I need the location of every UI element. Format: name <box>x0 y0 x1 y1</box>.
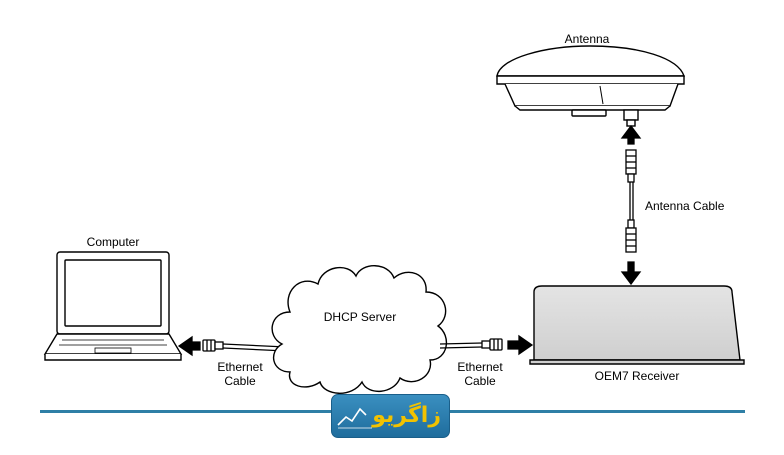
ethernet-cable-left <box>177 335 287 357</box>
antenna-cable <box>620 124 642 286</box>
receiver-label: OEM7 Receiver <box>594 369 680 383</box>
logo-badge: زاگریو <box>331 394 450 438</box>
computer-icon <box>43 251 183 361</box>
ethernet-right-label-2: Cable <box>464 374 496 388</box>
dhcp-server-cloud <box>271 265 448 394</box>
antenna-cable-label: Antenna Cable <box>645 199 725 213</box>
ethernet-left-label-1: Ethernet <box>217 360 263 374</box>
ethernet-left-label-2: Cable <box>224 374 256 388</box>
receiver-box <box>529 285 745 365</box>
computer-label: Computer <box>86 235 140 249</box>
dhcp-server-label: DHCP Server <box>323 310 397 324</box>
ethernet-cable-right <box>439 334 534 356</box>
logo-mark-icon <box>337 407 372 429</box>
antenna-icon <box>496 45 685 127</box>
antenna-label: Antenna <box>564 32 610 46</box>
logo-text: زاگریو <box>372 403 441 428</box>
ethernet-right-label-1: Ethernet <box>457 360 503 374</box>
